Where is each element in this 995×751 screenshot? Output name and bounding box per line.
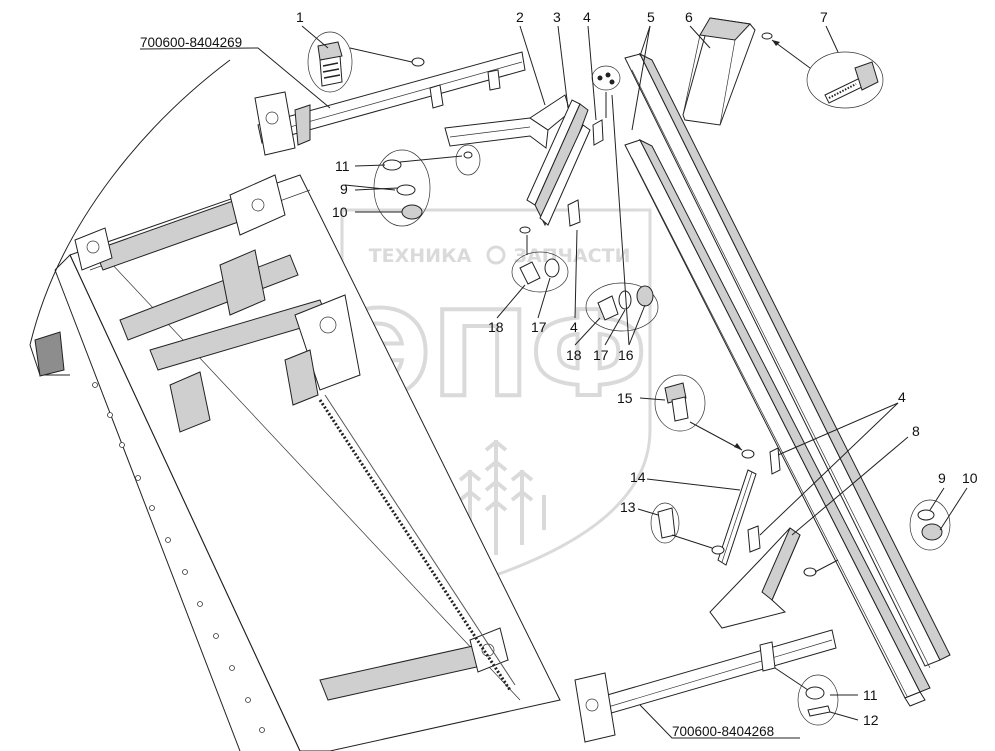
part-8-bracket [709, 525, 839, 629]
part-number-bottom: 700600-8404268 [672, 724, 774, 739]
callout-8: 8 [912, 423, 920, 439]
fastener-group-middle-right [585, 65, 659, 332]
callout-9: 9 [340, 181, 348, 197]
callout-9: 9 [938, 470, 946, 486]
callout-labels: 1 2 3 4 5 6 7 11 9 10 18 17 4 18 17 16 1… [296, 9, 978, 728]
wheat-icon [446, 439, 546, 555]
callout-18: 18 [566, 347, 582, 363]
fastener-group-bottom [774, 667, 839, 726]
part-3-strip [526, 99, 591, 227]
part-5-guide-rails [624, 52, 951, 707]
part-2-bracket [444, 94, 571, 149]
support-arm-bottom [574, 629, 837, 743]
part-13-bolt [650, 502, 725, 555]
part-6-angle [682, 17, 756, 126]
watermark-text-right: ЗАПЧАСТИ [514, 245, 631, 267]
part-14-bar [717, 469, 757, 566]
callout-2: 2 [516, 9, 524, 25]
callout-13: 13 [620, 499, 636, 515]
fastener-group-lower-right [909, 499, 951, 551]
callout-10: 10 [332, 204, 348, 220]
frame-holes [92, 382, 265, 733]
callout-16: 16 [618, 347, 634, 363]
callout-4: 4 [583, 9, 591, 25]
callout-10: 10 [962, 470, 978, 486]
callout-5: 5 [647, 9, 655, 25]
fastener-group-upper [344, 144, 481, 227]
callout-4: 4 [898, 389, 906, 405]
part-1-bolt [307, 31, 425, 93]
callout-11: 11 [335, 158, 350, 174]
callout-6: 6 [685, 9, 693, 25]
callout-1: 1 [296, 9, 304, 25]
callout-14: 14 [630, 469, 646, 485]
part-number-top: 700600-8404269 [140, 35, 242, 50]
callout-17: 17 [593, 347, 609, 363]
leader-lines [139, 25, 968, 739]
part-7-bolt [761, 32, 884, 109]
fastener-group-middle-left [511, 199, 581, 293]
callout-7: 7 [820, 9, 828, 25]
mounting-plate [574, 672, 616, 743]
watermark-text-left: ТЕХНИКА [369, 245, 472, 267]
callout-12: 12 [863, 712, 879, 728]
header-frame [29, 59, 561, 751]
gear-icon [486, 245, 506, 265]
support-arm-top [254, 51, 526, 156]
callout-11: 11 [863, 687, 878, 703]
callout-18: 18 [488, 319, 504, 335]
callout-3: 3 [553, 9, 561, 25]
callout-17: 17 [531, 319, 547, 335]
part-15-bolt [654, 374, 781, 475]
callout-15: 15 [617, 390, 633, 406]
callout-4: 4 [570, 319, 578, 335]
